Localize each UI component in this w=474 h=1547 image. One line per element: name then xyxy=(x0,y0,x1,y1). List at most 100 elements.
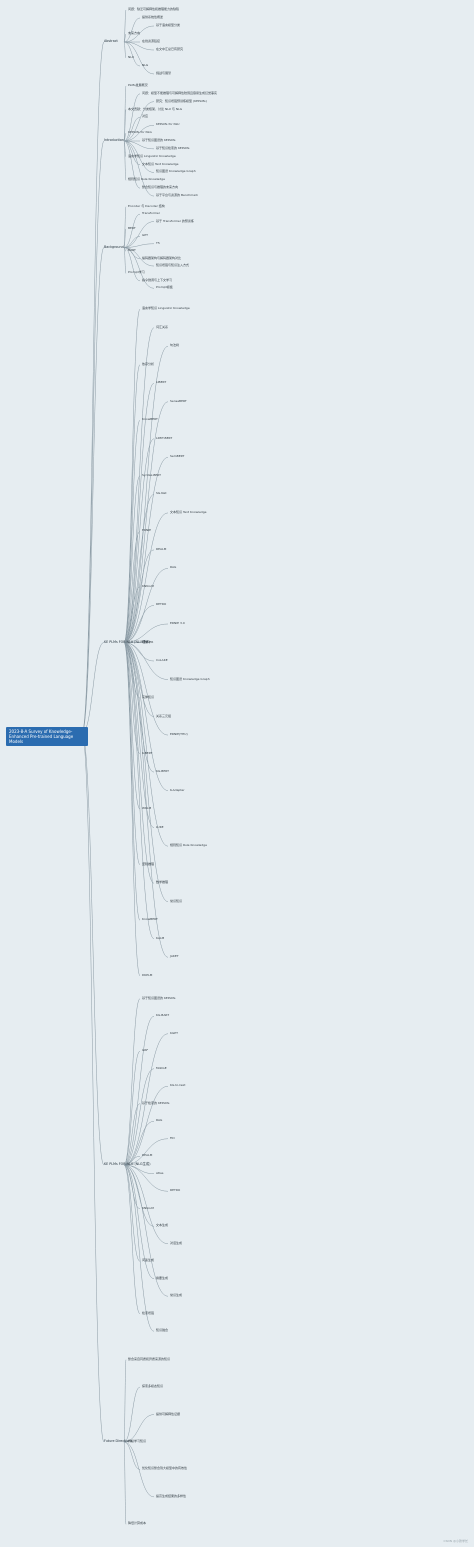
topic-node[interactable]: RETRO xyxy=(170,1188,181,1193)
topic-node[interactable]: KEPLER xyxy=(142,639,154,644)
topic-node[interactable]: JAKET xyxy=(170,954,179,959)
topic-node[interactable]: KG-BART xyxy=(156,1013,170,1018)
topic-node[interactable]: 编码器架构与解码器架构对比 xyxy=(142,255,182,260)
topic-node[interactable]: RETRO xyxy=(156,602,167,607)
topic-node[interactable]: 常识知识 xyxy=(170,898,183,903)
topic-node[interactable]: RAG xyxy=(170,565,177,570)
topic-node[interactable]: LIBERT xyxy=(156,380,167,385)
topic-node[interactable]: 对话生成 xyxy=(170,1240,183,1245)
topic-node[interactable]: 文本知识 Text Knowledge xyxy=(142,161,179,166)
topic-node[interactable]: SenseBERT xyxy=(170,398,187,403)
topic-node[interactable]: 整合来自同质和异质来源的知识 xyxy=(128,1356,171,1361)
topic-node[interactable]: 本文贡献：分类框架、讨论 NLU 与 NLG xyxy=(128,106,183,111)
topic-node[interactable]: 在线资源链接 xyxy=(142,39,161,43)
topic-node[interactable]: 在文中汇总已有研究 xyxy=(156,47,184,51)
topic-node[interactable]: 指令微调与上下文学习 xyxy=(142,277,173,282)
topic-node[interactable]: ERNIE xyxy=(142,528,152,533)
topic-node[interactable]: PLMs发展概况 xyxy=(128,82,148,87)
topic-node[interactable]: Prompt模板 xyxy=(156,285,173,290)
topic-node[interactable]: 句法树 xyxy=(170,343,180,348)
topic-node[interactable]: SemBERT xyxy=(170,454,185,459)
topic-node[interactable]: 词汇关系 xyxy=(156,324,169,329)
topic-node[interactable]: FiD xyxy=(170,1135,175,1140)
topic-node[interactable]: MoKGE xyxy=(156,1065,167,1070)
topic-node[interactable]: 探索多模态知识 xyxy=(142,1384,164,1389)
topic-node[interactable]: K-Adapter xyxy=(170,787,185,792)
topic-node[interactable]: Atlas xyxy=(156,1170,164,1175)
topic-node[interactable]: 研究：知识增强预训练模型 (KEPLMs) xyxy=(156,98,207,103)
topic-node[interactable]: DKPLM xyxy=(142,972,153,977)
topic-node[interactable]: 逻辑推理 xyxy=(142,861,155,866)
branch-label-0[interactable]: Abstract xyxy=(104,39,118,43)
topic-node[interactable]: KEPLMs for NLU xyxy=(156,122,180,127)
topic-node[interactable]: 提供可解释性证据 xyxy=(156,1411,181,1416)
topic-node[interactable]: CoLAKE xyxy=(156,658,168,662)
topic-node[interactable]: 基于语言模型分类 xyxy=(156,23,181,27)
topic-node[interactable]: 依存分析 xyxy=(142,361,155,366)
branch-label-5[interactable]: Future Directions xyxy=(104,1439,133,1443)
topic-node[interactable]: 检索增强 xyxy=(142,1310,155,1315)
branch-label-4[interactable]: KE PLMs FOR NLG (NLG生成) xyxy=(104,1162,151,1166)
topic-node[interactable]: KG-BERT xyxy=(156,769,169,774)
topic-node[interactable]: 文本生成 xyxy=(156,1223,169,1228)
topic-node[interactable]: Syntax-BERT xyxy=(142,472,161,477)
topic-node[interactable]: NLG xyxy=(142,63,149,67)
topic-node[interactable]: K-BERT xyxy=(142,750,153,755)
topic-node[interactable]: WKLM xyxy=(142,806,152,811)
topic-node[interactable]: KALM xyxy=(156,935,165,940)
root-node[interactable]: 2023-8-A Survey of Knowledge-Enhanced Pr… xyxy=(6,727,88,746)
topic-node[interactable]: 对应 xyxy=(142,114,149,119)
topic-node[interactable]: KNN-LM xyxy=(142,1205,154,1210)
topic-node[interactable]: ERNIE 3.0 xyxy=(170,620,185,625)
topic-node[interactable]: LUKE xyxy=(156,824,164,829)
topic-node[interactable]: KGPT xyxy=(170,1030,178,1035)
topic-node[interactable]: 知识图谱 Knowledge Graph xyxy=(170,676,210,681)
topic-node[interactable]: 文本知识 Text Knowledge xyxy=(170,509,207,514)
topic-node[interactable]: GRF xyxy=(142,1048,149,1053)
topic-node[interactable]: 常识生成 xyxy=(170,1293,183,1298)
topic-node[interactable]: 知识图谱 Knowledge Graph xyxy=(156,169,196,174)
topic-node[interactable]: 问答生成 xyxy=(142,1258,155,1263)
topic-node[interactable]: 基于 Transformer 的预训练 xyxy=(156,218,194,223)
topic-node[interactable]: Prompt学习 xyxy=(128,270,145,275)
topic-node[interactable]: KEPLMs for NLG xyxy=(128,130,152,135)
topic-node[interactable]: BERT xyxy=(128,225,136,230)
topic-node[interactable]: 问题：模型不能推理与可解释性较弱且容易生成幻觉事实 xyxy=(142,90,218,95)
topic-node[interactable]: 整合知识与推理的未来方向 xyxy=(142,185,179,190)
topic-node[interactable]: 持续学习知识 xyxy=(128,1439,147,1443)
topic-node[interactable]: 问题：缺乏可解释性和推理能力的缺陷 xyxy=(128,7,180,11)
topic-node[interactable]: KnowBERT xyxy=(142,417,158,422)
topic-node[interactable]: 挑战与展望 xyxy=(156,71,172,75)
topic-node[interactable]: 语言学知识 Linguistic Knowledge xyxy=(142,306,190,311)
topic-node[interactable]: NLU xyxy=(128,55,134,59)
topic-node[interactable]: KNN-LM xyxy=(142,583,154,588)
branch-label-3[interactable]: KE PLMs FOR NLU (NLU理解) xyxy=(104,639,150,644)
topic-node[interactable]: KnowBERT xyxy=(142,917,158,922)
topic-node[interactable]: 提供系统性概述 xyxy=(142,15,164,19)
topic-node[interactable]: 知识增强与知识注入方式 xyxy=(156,263,190,268)
topic-node[interactable]: Transformer xyxy=(142,211,161,216)
topic-node[interactable]: ERNIE(THU) xyxy=(170,732,188,737)
topic-node[interactable]: Encoder 与 Decoder 结构 xyxy=(128,203,165,208)
topic-node[interactable]: REALM xyxy=(142,1153,153,1158)
topic-node[interactable]: GPT xyxy=(142,233,148,238)
branch-label-1[interactable]: Introduction xyxy=(104,138,124,142)
topic-node[interactable]: 降低计算成本 xyxy=(128,1521,147,1526)
topic-node[interactable]: LIMIT-BERT xyxy=(156,435,173,440)
topic-node[interactable]: 基于知识检索的 KEPLMs xyxy=(156,145,190,150)
topic-node[interactable]: 语言学知识 Linguistic Knowledge xyxy=(128,153,176,158)
topic-node[interactable]: 基于平台与资源的 Benchmark xyxy=(156,193,199,198)
topic-node[interactable]: BART xyxy=(128,248,136,253)
branch-label-2[interactable]: Background xyxy=(104,244,124,249)
topic-node[interactable]: 关系三元组 xyxy=(156,713,172,718)
topic-node[interactable]: 数学推理 xyxy=(156,880,169,885)
topic-node[interactable]: 基于知识图谱的 KEPLMs xyxy=(142,138,176,142)
topic-node[interactable]: 实体知识 xyxy=(142,695,155,700)
topic-node[interactable]: RAG xyxy=(156,1118,163,1123)
topic-node[interactable]: 知识融合 xyxy=(156,1328,169,1333)
topic-node[interactable]: REALM xyxy=(156,546,167,551)
topic-node[interactable]: 规则知识 Rule Knowledge xyxy=(170,843,207,848)
topic-node[interactable]: SG-Net xyxy=(156,491,167,496)
topic-node[interactable]: 摘要生成 xyxy=(156,1275,169,1280)
topic-node[interactable]: 优化知识整合到大模型中的有效性 xyxy=(142,1466,188,1471)
